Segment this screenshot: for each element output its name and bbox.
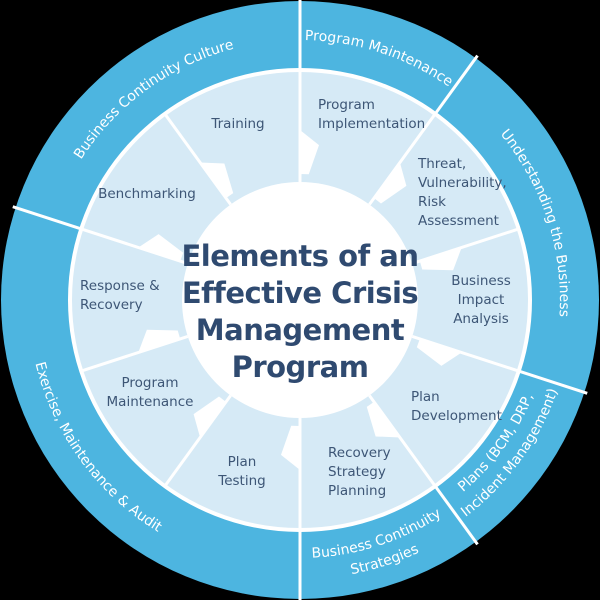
arrow-notch <box>419 247 462 271</box>
element-program-maintenance: Program Maintenance <box>107 374 194 412</box>
element-plan-testing: Plan Testing <box>218 453 265 491</box>
label-line: Assessment <box>418 213 499 229</box>
center-circle <box>182 182 418 418</box>
element-plan-development: Plan Development <box>411 388 502 426</box>
inner-divider <box>80 335 189 373</box>
arrow-notch <box>374 162 407 204</box>
label-line: Development <box>411 408 502 424</box>
label-line: Vulnerability, <box>418 175 507 191</box>
label-line: Impact <box>457 292 505 308</box>
arrow-notch <box>416 338 462 366</box>
arrow-notch <box>366 401 400 438</box>
label-line: Plan <box>227 454 257 470</box>
arrow-notch <box>280 425 300 470</box>
label-line: Maintenance <box>106 394 194 410</box>
arrow-notch <box>200 162 234 199</box>
element-benchmarking: Benchmarking <box>98 185 196 204</box>
outer-divider <box>433 54 479 115</box>
inner-divider <box>163 113 232 206</box>
label-line: Testing <box>218 473 266 489</box>
title-line: Elements of an <box>181 239 419 273</box>
element-recovery-strategy-planning: Recovery Strategy Planning <box>328 444 391 501</box>
title-line: Management <box>195 313 405 347</box>
label-line: Strategy <box>328 464 386 480</box>
label-line: Threat, <box>418 156 467 172</box>
element-training: Training <box>211 115 264 134</box>
label-line: Implementation <box>318 116 426 132</box>
element-threat-assessment: Threat, Vulnerability, Risk Assessment <box>418 155 507 231</box>
label-line: Recovery <box>328 445 391 461</box>
title-line: Program <box>231 350 369 384</box>
outer-divider <box>12 205 82 231</box>
element-business-impact-analysis: Business Impact Analysis <box>451 272 511 329</box>
label-line: Program <box>318 97 375 113</box>
arrow-notch <box>193 396 226 438</box>
inner-divider <box>163 394 232 487</box>
element-response-recovery: Response & Recovery <box>80 277 160 315</box>
title-line: Effective Crisis <box>181 276 419 310</box>
inner-divider <box>411 227 520 265</box>
label-line: Risk <box>418 194 446 210</box>
label-line: Business <box>451 273 511 289</box>
label-line: Benchmarking <box>98 186 196 202</box>
label-line: Plan <box>411 389 440 405</box>
label-line: Analysis <box>453 311 509 327</box>
label-line: Training <box>211 116 265 132</box>
label-line: Recovery <box>80 297 143 313</box>
arrow-notch <box>138 234 184 262</box>
label-line: Planning <box>328 483 387 499</box>
outer-divider <box>518 369 588 395</box>
center-title: Elements of an Effective Crisis Manageme… <box>181 238 419 386</box>
label-line: Program <box>121 375 179 391</box>
element-program-implementation: Program Implementation <box>318 96 425 134</box>
arrow-notch <box>300 130 320 175</box>
arrow-notch <box>138 329 181 353</box>
label-line: Response & <box>80 278 160 294</box>
outer-divider <box>433 485 479 546</box>
